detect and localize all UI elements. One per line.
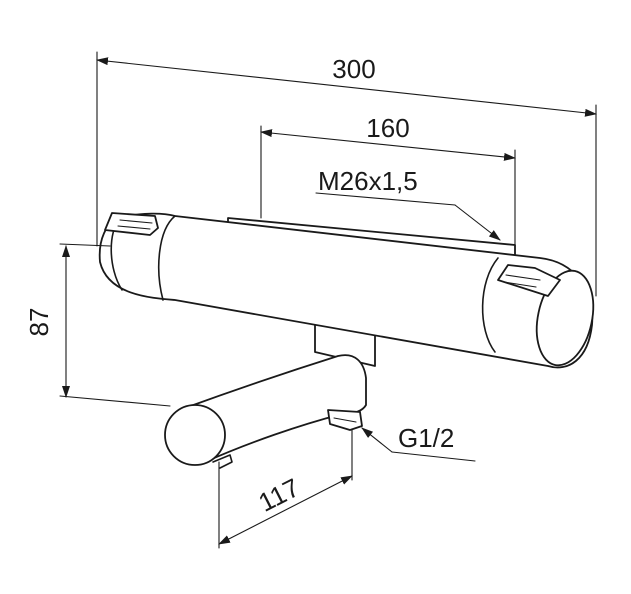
label-117: 117 [254, 472, 305, 518]
dimension-inlet-thread: M26x1,5 [315, 166, 501, 241]
dim-line-160 [260, 129, 516, 161]
left-grip [104, 212, 159, 236]
leader-g12-arrow [361, 427, 393, 453]
leader-g12 [391, 451, 476, 462]
ext-line-top-87 [59, 243, 111, 247]
label-87: 87 [24, 308, 54, 337]
thermostatic-mixer [98, 212, 595, 469]
nut-line [333, 417, 357, 423]
dimension-overall-width: 300 [96, 51, 597, 297]
ext-line-bottom-87 [59, 395, 171, 407]
spout-outlet-face [164, 404, 226, 466]
leader-m26 [315, 192, 456, 206]
dimension-outlet-thread: G1/2 [361, 423, 476, 462]
leader-m26-arrow [454, 204, 501, 241]
dim-line-117 [218, 475, 353, 545]
right-handle-ring [481, 257, 499, 353]
right-grip [497, 264, 561, 297]
left-handle-ring [158, 215, 176, 301]
label-m26: M26x1,5 [318, 166, 418, 196]
spout-aerator [212, 454, 233, 469]
right-grip-line-2 [503, 281, 537, 288]
right-handle-face [535, 269, 595, 367]
left-grip-line-2 [117, 225, 151, 230]
spout [184, 354, 367, 463]
right-grip-line-1 [505, 274, 541, 281]
dimension-height: 87 [24, 243, 171, 407]
dimension-inlet-spacing: 160 [260, 113, 516, 247]
dim-line-300 [96, 57, 597, 117]
label-g12: G1/2 [398, 423, 454, 453]
label-300: 300 [332, 54, 375, 84]
left-grip-line-1 [119, 219, 153, 224]
label-160: 160 [366, 113, 409, 143]
